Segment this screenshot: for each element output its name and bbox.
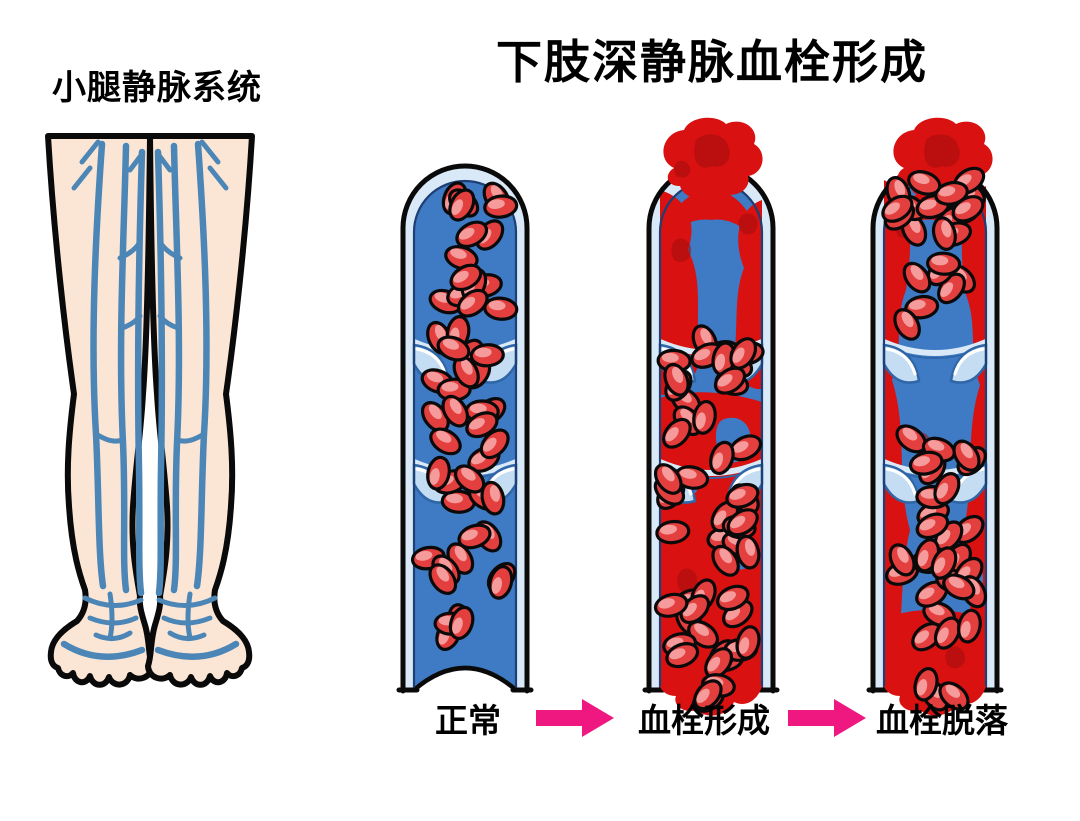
red-blood-cell — [711, 544, 740, 577]
red-blood-cell — [881, 194, 914, 223]
red-blood-cell — [448, 188, 476, 222]
red-blood-cell — [951, 195, 985, 223]
stage-label-normal: 正常 — [435, 702, 501, 739]
red-blood-cells-group — [653, 324, 765, 713]
red-blood-cell — [902, 261, 932, 294]
red-blood-cell — [452, 355, 480, 389]
red-blood-cell — [662, 417, 692, 449]
red-blood-cell — [931, 216, 957, 251]
red-blood-cell — [709, 440, 735, 476]
vessel-diagram-thrombus-formation — [642, 117, 780, 716]
red-blood-cell — [952, 439, 981, 472]
figure-title: 下肢深静脉血栓形成 — [496, 36, 928, 88]
legs-vein-illustration — [45, 133, 255, 688]
red-blood-cell — [428, 563, 458, 595]
red-blood-cell — [729, 337, 758, 370]
red-blood-cell — [441, 394, 470, 428]
red-blood-cell — [653, 463, 683, 495]
arrow-right-icon — [788, 699, 866, 737]
red-blood-cell — [692, 399, 717, 435]
red-blood-cell — [465, 411, 499, 439]
vein-valve — [882, 339, 988, 384]
red-blood-cell — [888, 543, 916, 577]
red-blood-cell — [933, 616, 962, 650]
red-blood-cell — [726, 508, 759, 537]
red-blood-cell — [479, 428, 510, 460]
leg-left-veins — [60, 139, 146, 660]
red-blood-cell — [429, 427, 462, 456]
red-blood-cell — [933, 472, 961, 506]
red-blood-cell — [483, 296, 519, 321]
red-blood-cell — [457, 523, 492, 550]
stage-label-thrombus-formation: 血栓形成 — [638, 702, 770, 739]
red-blood-cell — [693, 679, 723, 711]
red-blood-cell — [655, 519, 691, 545]
red-blood-cell — [665, 642, 700, 669]
red-blood-cell — [725, 482, 760, 509]
red-blood-cell — [674, 465, 710, 490]
red-blood-cell — [436, 335, 471, 362]
red-blood-cell — [483, 194, 519, 219]
leg-left — [45, 133, 155, 688]
red-blood-cell — [440, 489, 476, 514]
red-blood-cell — [930, 546, 958, 580]
leg-right — [145, 133, 255, 688]
red-blood-cell — [480, 480, 506, 516]
red-blood-cell — [455, 220, 489, 249]
stage-label-thrombus-detachment: 血栓脱落 — [876, 702, 1008, 739]
red-blood-cell — [907, 170, 942, 196]
red-blood-cell — [449, 263, 483, 292]
red-blood-cells-group — [410, 181, 519, 652]
red-blood-cell — [893, 308, 921, 341]
red-blood-cell — [653, 592, 689, 618]
leg-right-veins — [154, 139, 240, 660]
red-blood-cell — [426, 455, 451, 491]
red-blood-cell — [488, 565, 514, 600]
arrow-right-icon — [536, 699, 614, 737]
red-blood-cell — [713, 366, 747, 395]
red-blood-cell — [735, 625, 761, 660]
red-blood-cell — [456, 288, 489, 318]
red-blood-cells-group — [881, 166, 988, 712]
red-blood-cell — [908, 450, 944, 476]
red-blood-cell — [469, 343, 505, 368]
left-panel-label: 小腿静脉系统 — [52, 69, 262, 107]
red-blood-cell — [956, 608, 982, 644]
vessel-diagram-normal — [396, 163, 534, 712]
thrombus-cap-top — [663, 117, 763, 200]
red-blood-cell — [715, 584, 750, 612]
vessel-diagram-thrombus-detachment — [866, 117, 1004, 716]
red-blood-cell — [915, 512, 950, 540]
red-blood-cell — [453, 464, 486, 494]
red-blood-cell — [934, 180, 969, 206]
vessel-open-end — [414, 669, 516, 712]
red-blood-cell — [926, 251, 962, 276]
red-blood-cell — [663, 362, 690, 397]
red-blood-cell — [913, 667, 939, 702]
red-blood-cell — [448, 605, 475, 641]
red-blood-cell — [735, 534, 761, 570]
red-blood-cell — [911, 622, 943, 652]
red-blood-cell — [938, 681, 970, 711]
red-blood-cell — [942, 573, 976, 601]
red-blood-cell — [915, 580, 949, 608]
